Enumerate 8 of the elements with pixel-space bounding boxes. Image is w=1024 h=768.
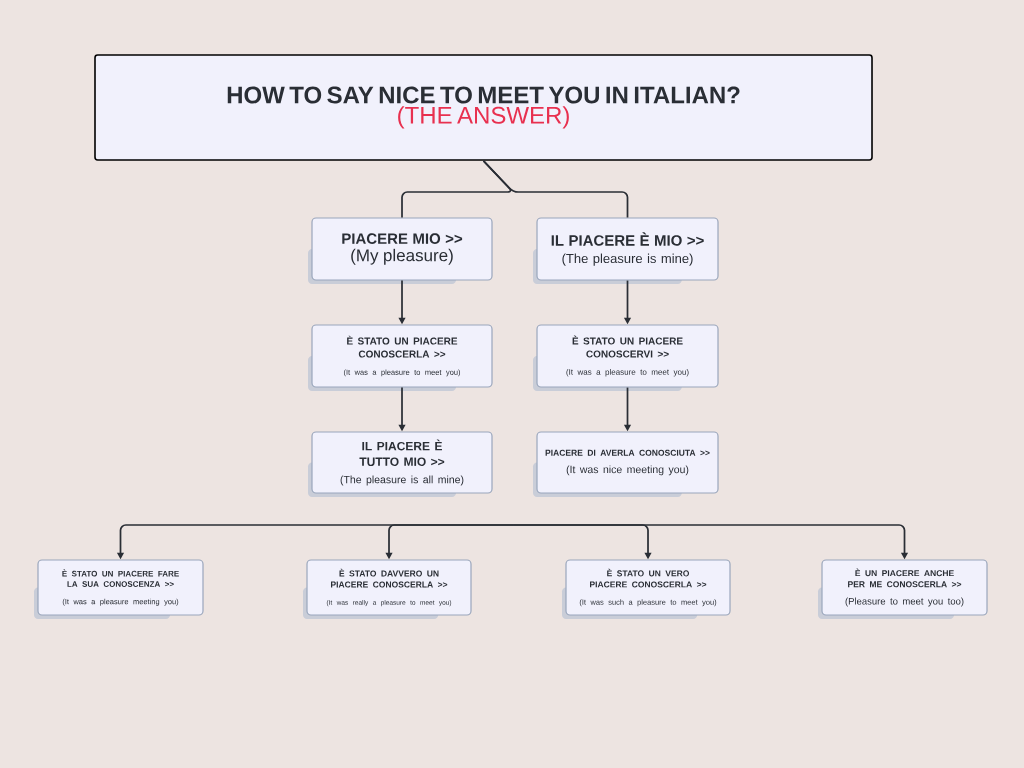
phrase-box: IL PIACERE È TUTTO MIO >> (The pleasure is all mine) <box>308 431 493 497</box>
phrase-box: PIACERE MIO >> (My pleasure) <box>308 217 493 284</box>
phrase-box: PIACERE DI AVERLA CONOSCIUTA >> (It was nice meeting you) <box>533 431 719 497</box>
phrase-box: È STATO UN PIACERE CONOSCERVI >> (It was a pleasure to meet you) <box>533 324 719 391</box>
title-box: HOW TO SAY NICE TO MEET YOU IN ITALIAN? (THE ANSWER) <box>94 54 873 161</box>
phrase-box: È UN PIACERE ANCHE PER ME CONOSCERLA >> (Pleasure to meet you too) <box>818 559 988 619</box>
connector-line <box>482 159 629 219</box>
phrase-box: IL PIACERE È MIO >> (The pleasure is mine) <box>533 217 719 284</box>
